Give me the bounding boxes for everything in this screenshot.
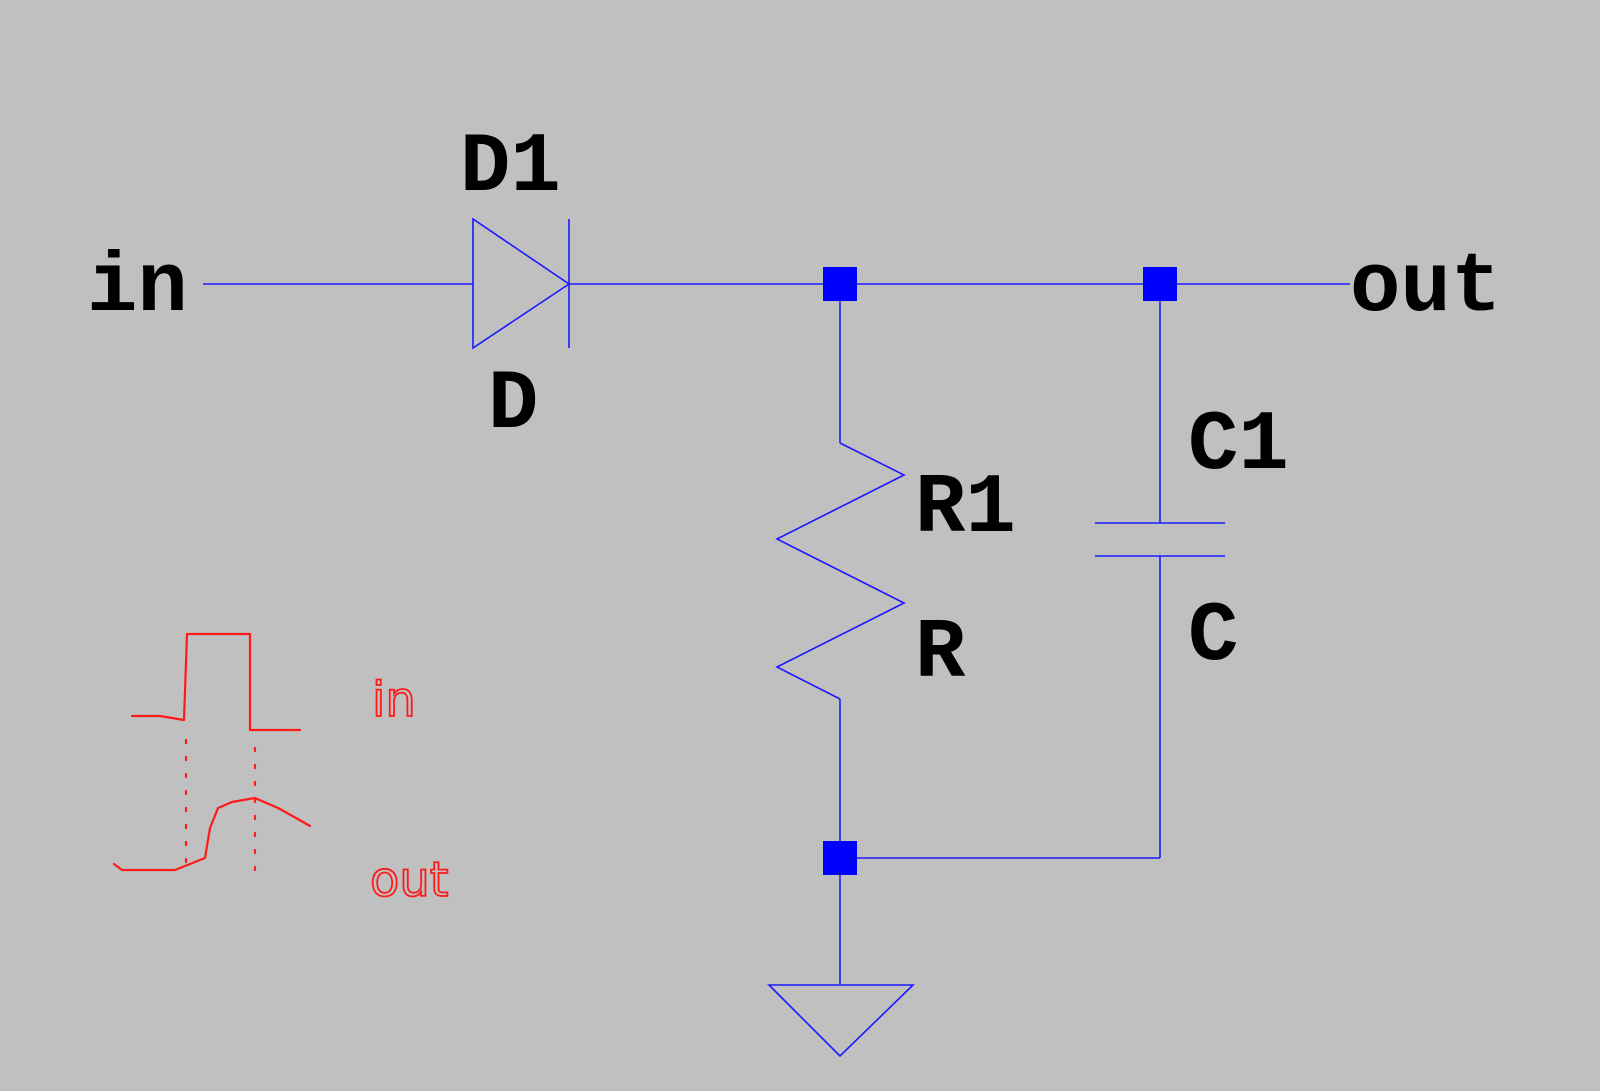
capacitor-ref-label: C1 <box>1188 399 1289 494</box>
junction-dot <box>823 841 857 875</box>
output-pulse-sketch <box>112 796 312 872</box>
ground-symbol <box>767 984 915 1058</box>
capacitor-c1[interactable] <box>1095 522 1225 557</box>
diode-triangle <box>472 217 571 350</box>
diode-value-label: D <box>488 358 538 453</box>
capacitor-value-label: C <box>1188 590 1238 685</box>
diode-d1[interactable] <box>472 217 571 350</box>
input-pulse-sketch <box>130 632 302 732</box>
resistor-ref-label: R1 <box>915 462 1016 557</box>
junctions <box>823 267 1177 875</box>
handdrawn-waveform-annotation: in out <box>112 632 450 909</box>
annotation-out-label: out <box>370 852 449 908</box>
net-label-out: out <box>1350 241 1501 336</box>
diode-ref-label: D1 <box>460 121 561 216</box>
junction-dot <box>823 267 857 301</box>
net-label-in: in <box>87 241 188 336</box>
resistor-r1[interactable] <box>775 442 906 700</box>
wires <box>203 283 1350 985</box>
junction-dot <box>1143 267 1177 301</box>
annotation-in-label: in <box>372 672 416 728</box>
resistor-value-label: R <box>915 607 966 702</box>
